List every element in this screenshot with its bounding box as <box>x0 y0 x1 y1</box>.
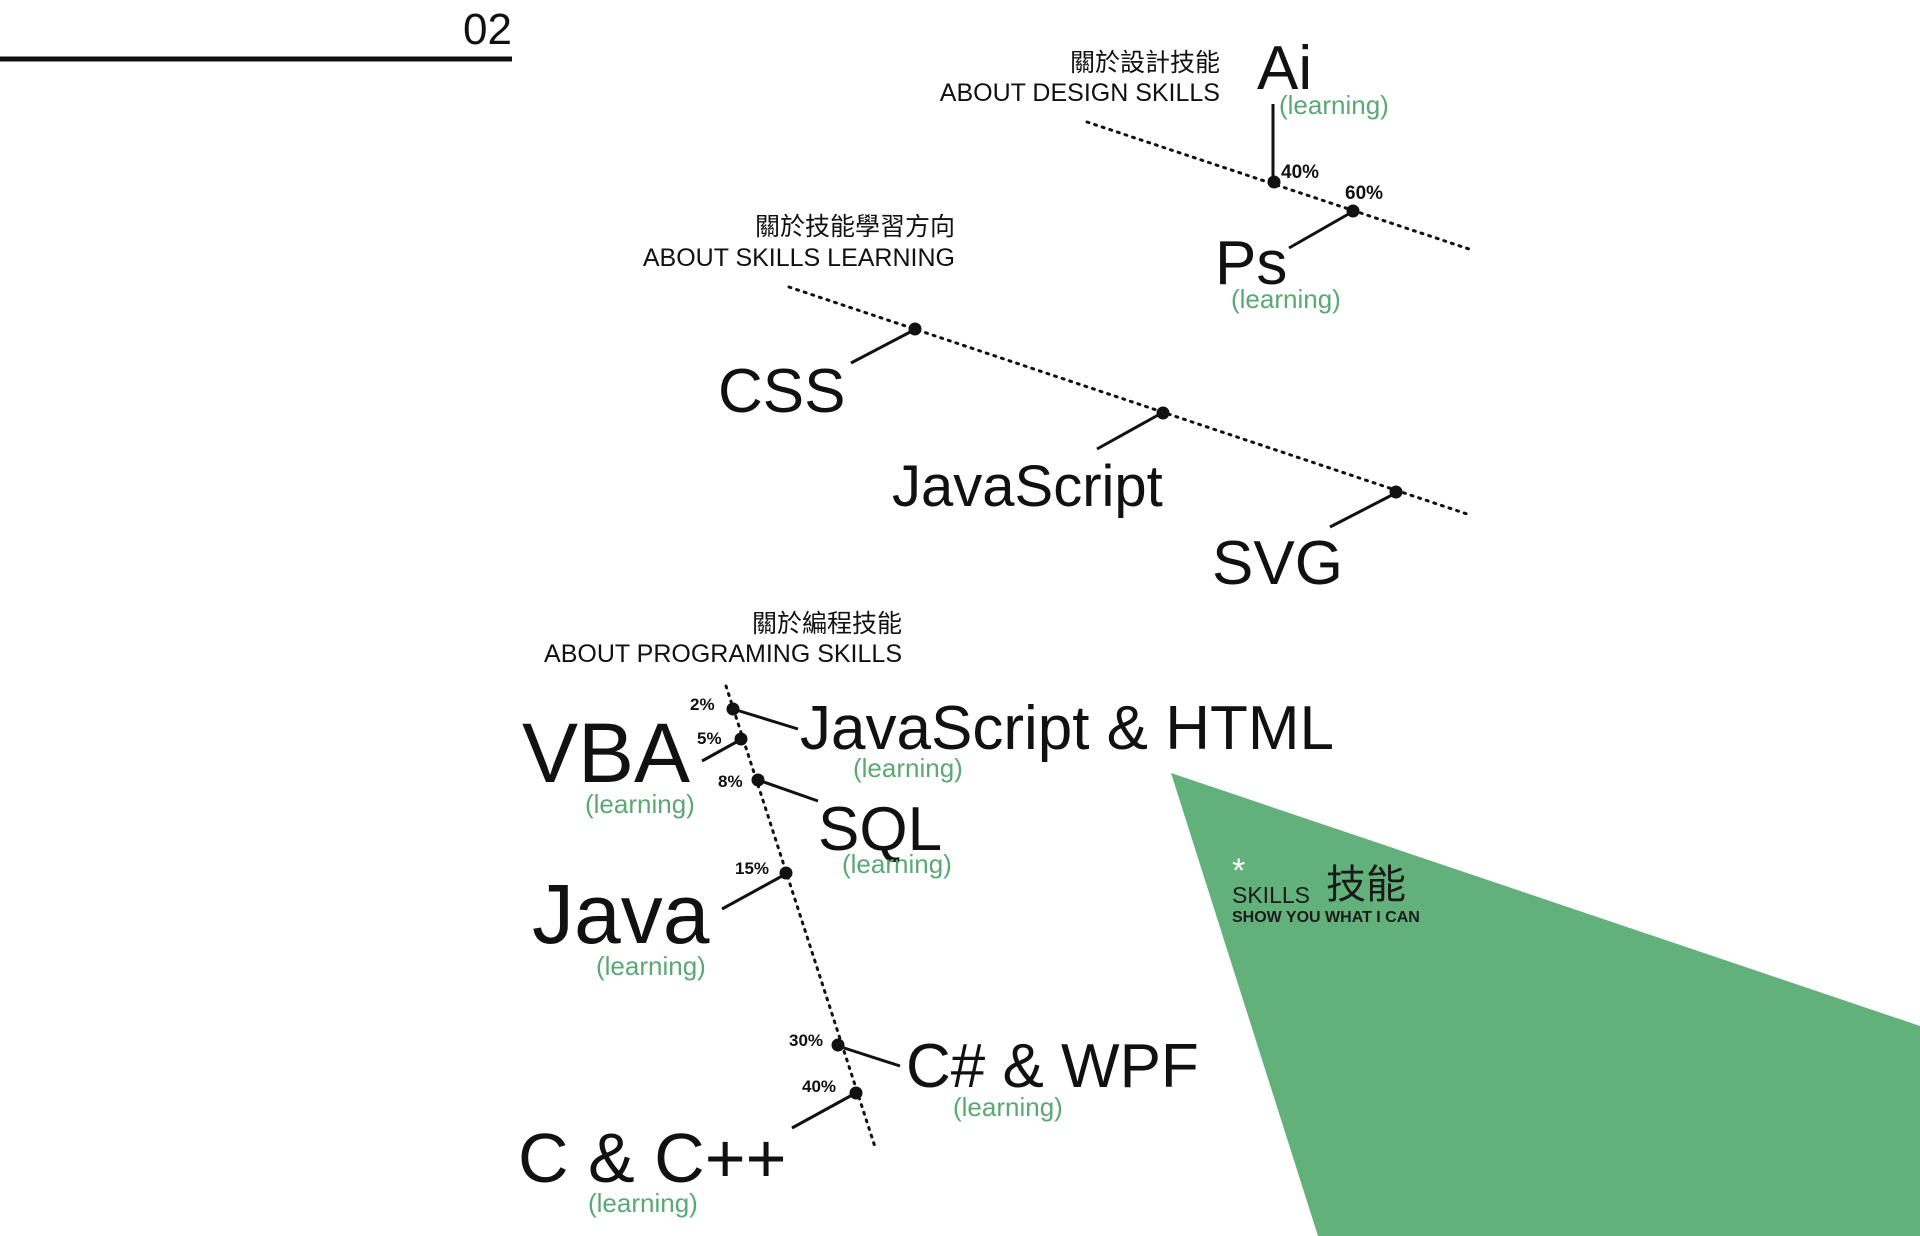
skill-vba-note: (learning) <box>585 789 695 819</box>
skill-css-leader <box>850 328 915 365</box>
skill-vba-marker <box>734 732 748 746</box>
skill-csharp-wpf-marker <box>831 1038 845 1052</box>
skill-c-cpp: 40% C & C++ (learning) <box>518 1077 863 1218</box>
skill-sql-label: SQL <box>818 795 942 864</box>
programming-title-zh: 關於編程技能 <box>752 610 902 638</box>
learning-title-zh: 關於技能學習方向 <box>755 213 955 241</box>
skill-vba-label: VBA <box>522 706 690 800</box>
skills-panel: * SKILLS 技能 SHOW YOU WHAT I CAN <box>1171 773 1920 1236</box>
design-axis <box>1085 120 1474 252</box>
skill-csharp-wpf: 30% C# & WPF (learning) <box>789 1031 1199 1122</box>
skill-csharp-wpf-label: C# & WPF <box>906 1032 1199 1101</box>
skill-css-label: CSS <box>718 357 845 426</box>
panel-asterisk: * <box>1232 852 1245 890</box>
skill-vba-leader <box>701 738 741 763</box>
programming-section: 關於編程技能 ABOUT PROGRAMING SKILLS 2% JavaSc… <box>518 610 1334 1218</box>
skill-vba: 5% VBA (learning) <box>522 706 748 819</box>
skill-javascript: JavaScript <box>892 406 1170 519</box>
page-number: 02 <box>463 5 512 54</box>
skill-javascript-html-label: JavaScript & HTML <box>800 694 1334 763</box>
skill-java-percent: 15% <box>735 859 769 878</box>
skill-sql-percent: 8% <box>718 772 743 791</box>
skill-sql-leader <box>757 778 819 803</box>
skill-csharp-wpf-note: (learning) <box>953 1092 1063 1122</box>
skill-java: 15% Java (learning) <box>532 859 793 981</box>
skill-csharp-wpf-leader <box>837 1044 901 1068</box>
skill-svg-marker <box>1389 485 1403 499</box>
skill-java-leader <box>721 873 785 911</box>
skill-ps-marker <box>1346 204 1360 218</box>
skill-ai: 40% Ai (learning) <box>1257 34 1389 189</box>
programming-title-en: ABOUT PROGRAMING SKILLS <box>544 640 902 668</box>
skill-java-label: Java <box>532 867 710 961</box>
skill-ps: 60% Ps (learning) <box>1215 183 1383 314</box>
skill-sql-note: (learning) <box>842 849 952 879</box>
skill-vba-percent: 5% <box>697 729 722 748</box>
skill-css: CSS <box>718 322 922 426</box>
programming-axis <box>724 684 878 1152</box>
skill-c-cpp-marker <box>849 1086 863 1100</box>
skill-javascript-html: 2% JavaScript & HTML (learning) <box>690 694 1334 783</box>
skill-svg-label: SVG <box>1212 529 1343 598</box>
skill-java-marker <box>779 866 793 880</box>
skill-svg: SVG <box>1212 485 1403 598</box>
learning-section: 關於技能學習方向 ABOUT SKILLS LEARNING CSS JavaS… <box>643 213 1472 598</box>
design-title-en: ABOUT DESIGN SKILLS <box>940 79 1220 107</box>
skill-c-cpp-label: C & C++ <box>518 1119 786 1197</box>
skill-javascript-label: JavaScript <box>892 454 1163 519</box>
panel-subtitle: SHOW YOU WHAT I CAN <box>1232 909 1420 926</box>
skill-javascript-marker <box>1156 406 1170 420</box>
skill-ai-label: Ai <box>1257 34 1312 103</box>
design-section: 關於設計技能 ABOUT DESIGN SKILLS 40% Ai (learn… <box>940 34 1474 314</box>
design-title-zh: 關於設計技能 <box>1070 49 1220 77</box>
page-header: 02 <box>0 5 512 62</box>
skill-ai-percent: 40% <box>1281 162 1319 183</box>
skill-javascript-html-note: (learning) <box>853 753 963 783</box>
skill-c-cpp-percent: 40% <box>802 1077 836 1096</box>
skill-csharp-wpf-percent: 30% <box>789 1031 823 1050</box>
learning-title-en: ABOUT SKILLS LEARNING <box>643 244 955 272</box>
skill-javascript-html-marker <box>726 702 740 716</box>
skill-javascript-html-percent: 2% <box>690 695 715 714</box>
skill-svg-leader <box>1329 492 1395 529</box>
skill-c-cpp-note: (learning) <box>588 1188 698 1218</box>
skill-ps-percent: 60% <box>1345 183 1383 204</box>
learning-axis <box>787 285 1472 517</box>
panel-title-zh: 技能 <box>1326 863 1406 907</box>
skill-java-note: (learning) <box>596 951 706 981</box>
panel-title-en: SKILLS <box>1232 882 1310 908</box>
skill-ps-leader <box>1288 210 1353 250</box>
skill-sql-marker <box>751 773 765 787</box>
skill-javascript-leader <box>1096 412 1161 451</box>
accent-triangle <box>1171 773 1920 1236</box>
skill-javascript-html-leader <box>732 707 799 731</box>
skill-ai-marker <box>1267 175 1281 189</box>
skill-ps-label: Ps <box>1215 229 1287 298</box>
skill-ai-note: (learning) <box>1279 90 1389 120</box>
skill-sql: 8% SQL (learning) <box>718 772 952 879</box>
skill-ps-note: (learning) <box>1231 284 1341 314</box>
skill-c-cpp-leader <box>791 1092 855 1130</box>
skill-css-marker <box>908 322 922 336</box>
